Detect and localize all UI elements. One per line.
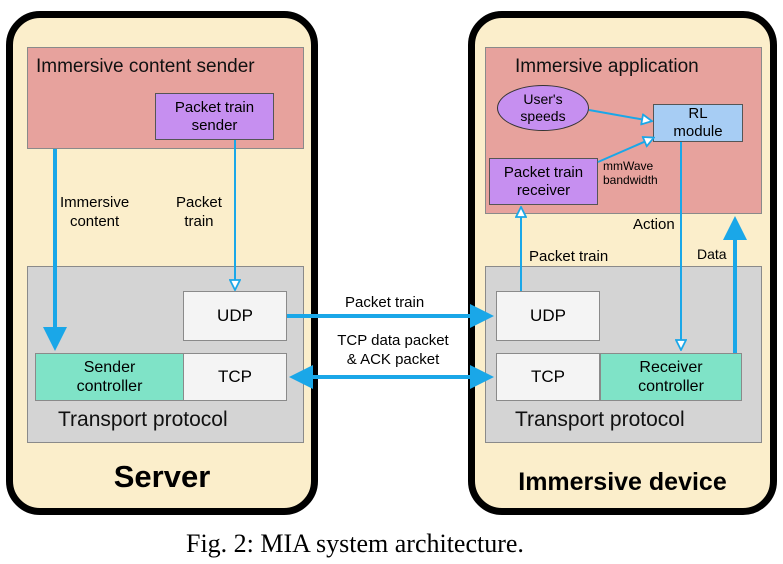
- link-tcp-packets-label: TCP data packet & ACK packet: [337, 332, 449, 368]
- immersive-content-label: Immersive content: [60, 194, 130, 230]
- server-udp-box: UDP: [183, 291, 287, 341]
- arrow-users-speeds: [588, 109, 651, 121]
- server-name: Server: [113, 459, 211, 494]
- users-speeds-oval: User's speeds: [497, 85, 589, 131]
- arrow-mmwave-bandwidth: [597, 138, 653, 163]
- server-tcp-box: TCP: [183, 353, 287, 401]
- action-label: Action: [633, 216, 675, 233]
- rl-module-box: RL module: [653, 104, 743, 142]
- device-name: Immersive device: [518, 468, 727, 496]
- figure-caption: Fig. 2: MIA system architecture.: [186, 529, 524, 558]
- device-udp-box: UDP: [496, 291, 600, 341]
- immersive-application-title: Immersive application: [515, 56, 699, 77]
- packet-train-sender-box: Packet train sender: [155, 93, 274, 140]
- server-packet-train-label: Packet train: [176, 194, 222, 230]
- server-transport-title: Transport protocol: [58, 408, 228, 431]
- data-label: Data: [697, 246, 727, 262]
- device-tcp-box: TCP: [496, 353, 600, 401]
- sender-controller-box: Sender controller: [35, 353, 184, 401]
- packet-train-receiver-box: Packet train receiver: [489, 158, 598, 205]
- receiver-controller-box: Receiver controller: [600, 353, 742, 401]
- mmwave-bandwidth-label: mmWave bandwidth: [603, 159, 658, 187]
- device-transport-title: Transport protocol: [515, 408, 685, 431]
- device-packet-train-label: Packet train: [529, 248, 609, 265]
- immersive-content-sender-title: Immersive content sender: [36, 56, 255, 77]
- link-packet-train-label: Packet train: [345, 294, 425, 311]
